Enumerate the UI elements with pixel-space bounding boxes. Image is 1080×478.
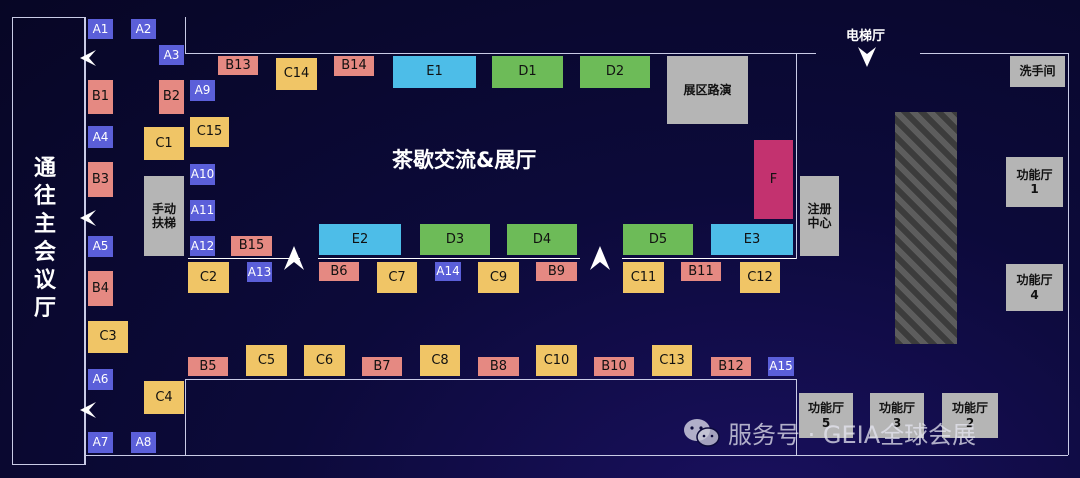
booth-C5[interactable]: C5 bbox=[246, 345, 287, 376]
elevator-top-wall bbox=[796, 53, 816, 54]
booth-C1[interactable]: C1 bbox=[144, 127, 184, 160]
function-room-1: 功能厅 1 bbox=[1006, 157, 1063, 207]
function-room-3: 功能厅 3 bbox=[870, 393, 924, 438]
booth-B13[interactable]: B13 bbox=[218, 56, 258, 75]
watermark-text: 服务号 · GEIA全球会展 bbox=[728, 421, 977, 449]
booth-B7[interactable]: B7 bbox=[362, 357, 402, 376]
booth-D3[interactable]: D3 bbox=[420, 224, 490, 255]
booth-A5[interactable]: A5 bbox=[88, 236, 113, 257]
elevator-top-wall-right bbox=[920, 53, 1068, 54]
booth-B14[interactable]: B14 bbox=[334, 56, 374, 76]
booth-A13[interactable]: A13 bbox=[247, 262, 272, 282]
booth-D1[interactable]: D1 bbox=[492, 56, 563, 88]
right-wall bbox=[1068, 53, 1069, 455]
booth-A11[interactable]: A11 bbox=[190, 200, 215, 221]
escalator: 手动 扶梯 bbox=[144, 176, 184, 256]
booth-B15[interactable]: B15 bbox=[231, 236, 272, 256]
aisle-line-right bbox=[622, 258, 796, 259]
booth-B4[interactable]: B4 bbox=[88, 271, 113, 306]
booth-D5[interactable]: D5 bbox=[623, 224, 693, 255]
booth-C2[interactable]: C2 bbox=[188, 262, 229, 293]
booth-C12[interactable]: C12 bbox=[740, 262, 780, 293]
booth-E2[interactable]: E2 bbox=[319, 224, 401, 255]
booth-B2[interactable]: B2 bbox=[159, 80, 184, 114]
arrow-left-icon bbox=[80, 210, 96, 226]
function-room-5: 功能厅 5 bbox=[799, 393, 853, 438]
left-corridor-outline bbox=[12, 17, 85, 465]
aisle-line-center bbox=[318, 258, 580, 259]
function-room-2: 功能厅 2 bbox=[942, 393, 998, 438]
hall-right-wall-lower bbox=[796, 379, 797, 455]
booth-A4[interactable]: A4 bbox=[88, 126, 113, 148]
hall-top-wall bbox=[185, 53, 796, 54]
label-char: 通 bbox=[33, 156, 56, 181]
label-char: 议 bbox=[33, 268, 56, 293]
to-main-hall-label: 通 往 主 会 议 厅 bbox=[30, 155, 60, 323]
booth-C15[interactable]: C15 bbox=[190, 117, 229, 147]
booth-B3[interactable]: B3 bbox=[88, 162, 113, 197]
booth-C14[interactable]: C14 bbox=[276, 58, 317, 90]
booth-C6[interactable]: C6 bbox=[304, 345, 345, 376]
arrow-left-icon bbox=[80, 50, 96, 66]
roadshow-area: 展区路演 bbox=[667, 56, 748, 124]
booth-A1[interactable]: A1 bbox=[88, 19, 113, 39]
booth-A15[interactable]: A15 bbox=[768, 357, 794, 376]
booth-B12[interactable]: B12 bbox=[711, 357, 751, 376]
booth-A8[interactable]: A8 bbox=[131, 432, 156, 453]
arrow-down-icon bbox=[858, 47, 876, 67]
booth-A6[interactable]: A6 bbox=[88, 369, 113, 390]
booth-C13[interactable]: C13 bbox=[652, 345, 692, 376]
booth-B1[interactable]: B1 bbox=[88, 80, 113, 114]
booth-A3[interactable]: A3 bbox=[159, 45, 184, 65]
label-char: 主 bbox=[33, 212, 56, 237]
booth-A10[interactable]: A10 bbox=[190, 164, 215, 185]
booth-B9[interactable]: B9 bbox=[536, 262, 577, 281]
elevator-shaft-hatch bbox=[895, 112, 957, 344]
booth-C7[interactable]: C7 bbox=[377, 262, 417, 293]
booth-E1[interactable]: E1 bbox=[393, 56, 476, 88]
booth-A2[interactable]: A2 bbox=[131, 19, 156, 39]
arrow-left-icon bbox=[80, 402, 96, 418]
hall-title: 茶歇交流&展厅 bbox=[392, 148, 537, 172]
arrow-up-icon bbox=[284, 246, 304, 270]
booth-B5[interactable]: B5 bbox=[188, 357, 228, 376]
booth-C11[interactable]: C11 bbox=[623, 262, 664, 293]
booth-C10[interactable]: C10 bbox=[536, 345, 577, 376]
hall-right-wall-upper bbox=[796, 53, 797, 259]
booth-A9[interactable]: A9 bbox=[190, 80, 215, 101]
function-room-4: 功能厅 4 bbox=[1006, 264, 1063, 311]
booth-B10[interactable]: B10 bbox=[594, 357, 634, 376]
wechat-watermark: 服务号 · GEIA全球会展 bbox=[682, 415, 976, 450]
bottom-wall bbox=[86, 455, 1068, 456]
booth-C8[interactable]: C8 bbox=[420, 345, 460, 376]
booth-column-right-line bbox=[185, 17, 186, 53]
wechat-icon bbox=[684, 418, 720, 447]
left-column-line bbox=[85, 17, 86, 465]
washroom: 洗手间 bbox=[1010, 56, 1065, 87]
elevator-hall-label: 电梯厅 bbox=[846, 29, 886, 44]
booth-B8[interactable]: B8 bbox=[478, 357, 519, 376]
label-char: 往 bbox=[33, 184, 56, 209]
booth-C3[interactable]: C3 bbox=[88, 321, 128, 353]
booth-B11[interactable]: B11 bbox=[681, 262, 721, 281]
arrow-up-icon bbox=[590, 246, 610, 270]
booth-A7[interactable]: A7 bbox=[88, 432, 113, 453]
lower-left-wall bbox=[185, 379, 186, 455]
booth-A12[interactable]: A12 bbox=[190, 236, 215, 256]
registration-center: 注册 中心 bbox=[800, 176, 839, 256]
booth-B6[interactable]: B6 bbox=[319, 262, 359, 281]
booth-C4[interactable]: C4 bbox=[144, 381, 184, 414]
booth-E3[interactable]: E3 bbox=[711, 224, 793, 255]
booth-D4[interactable]: D4 bbox=[507, 224, 577, 255]
label-char: 会 bbox=[33, 240, 56, 265]
booth-A14[interactable]: A14 bbox=[435, 262, 461, 281]
booth-F[interactable]: F bbox=[754, 140, 793, 219]
label-char: 厅 bbox=[33, 296, 56, 321]
aisle-line-left bbox=[188, 258, 300, 259]
booth-D2[interactable]: D2 bbox=[580, 56, 650, 88]
hall-bottom-wall bbox=[185, 379, 796, 380]
booth-C9[interactable]: C9 bbox=[478, 262, 519, 293]
